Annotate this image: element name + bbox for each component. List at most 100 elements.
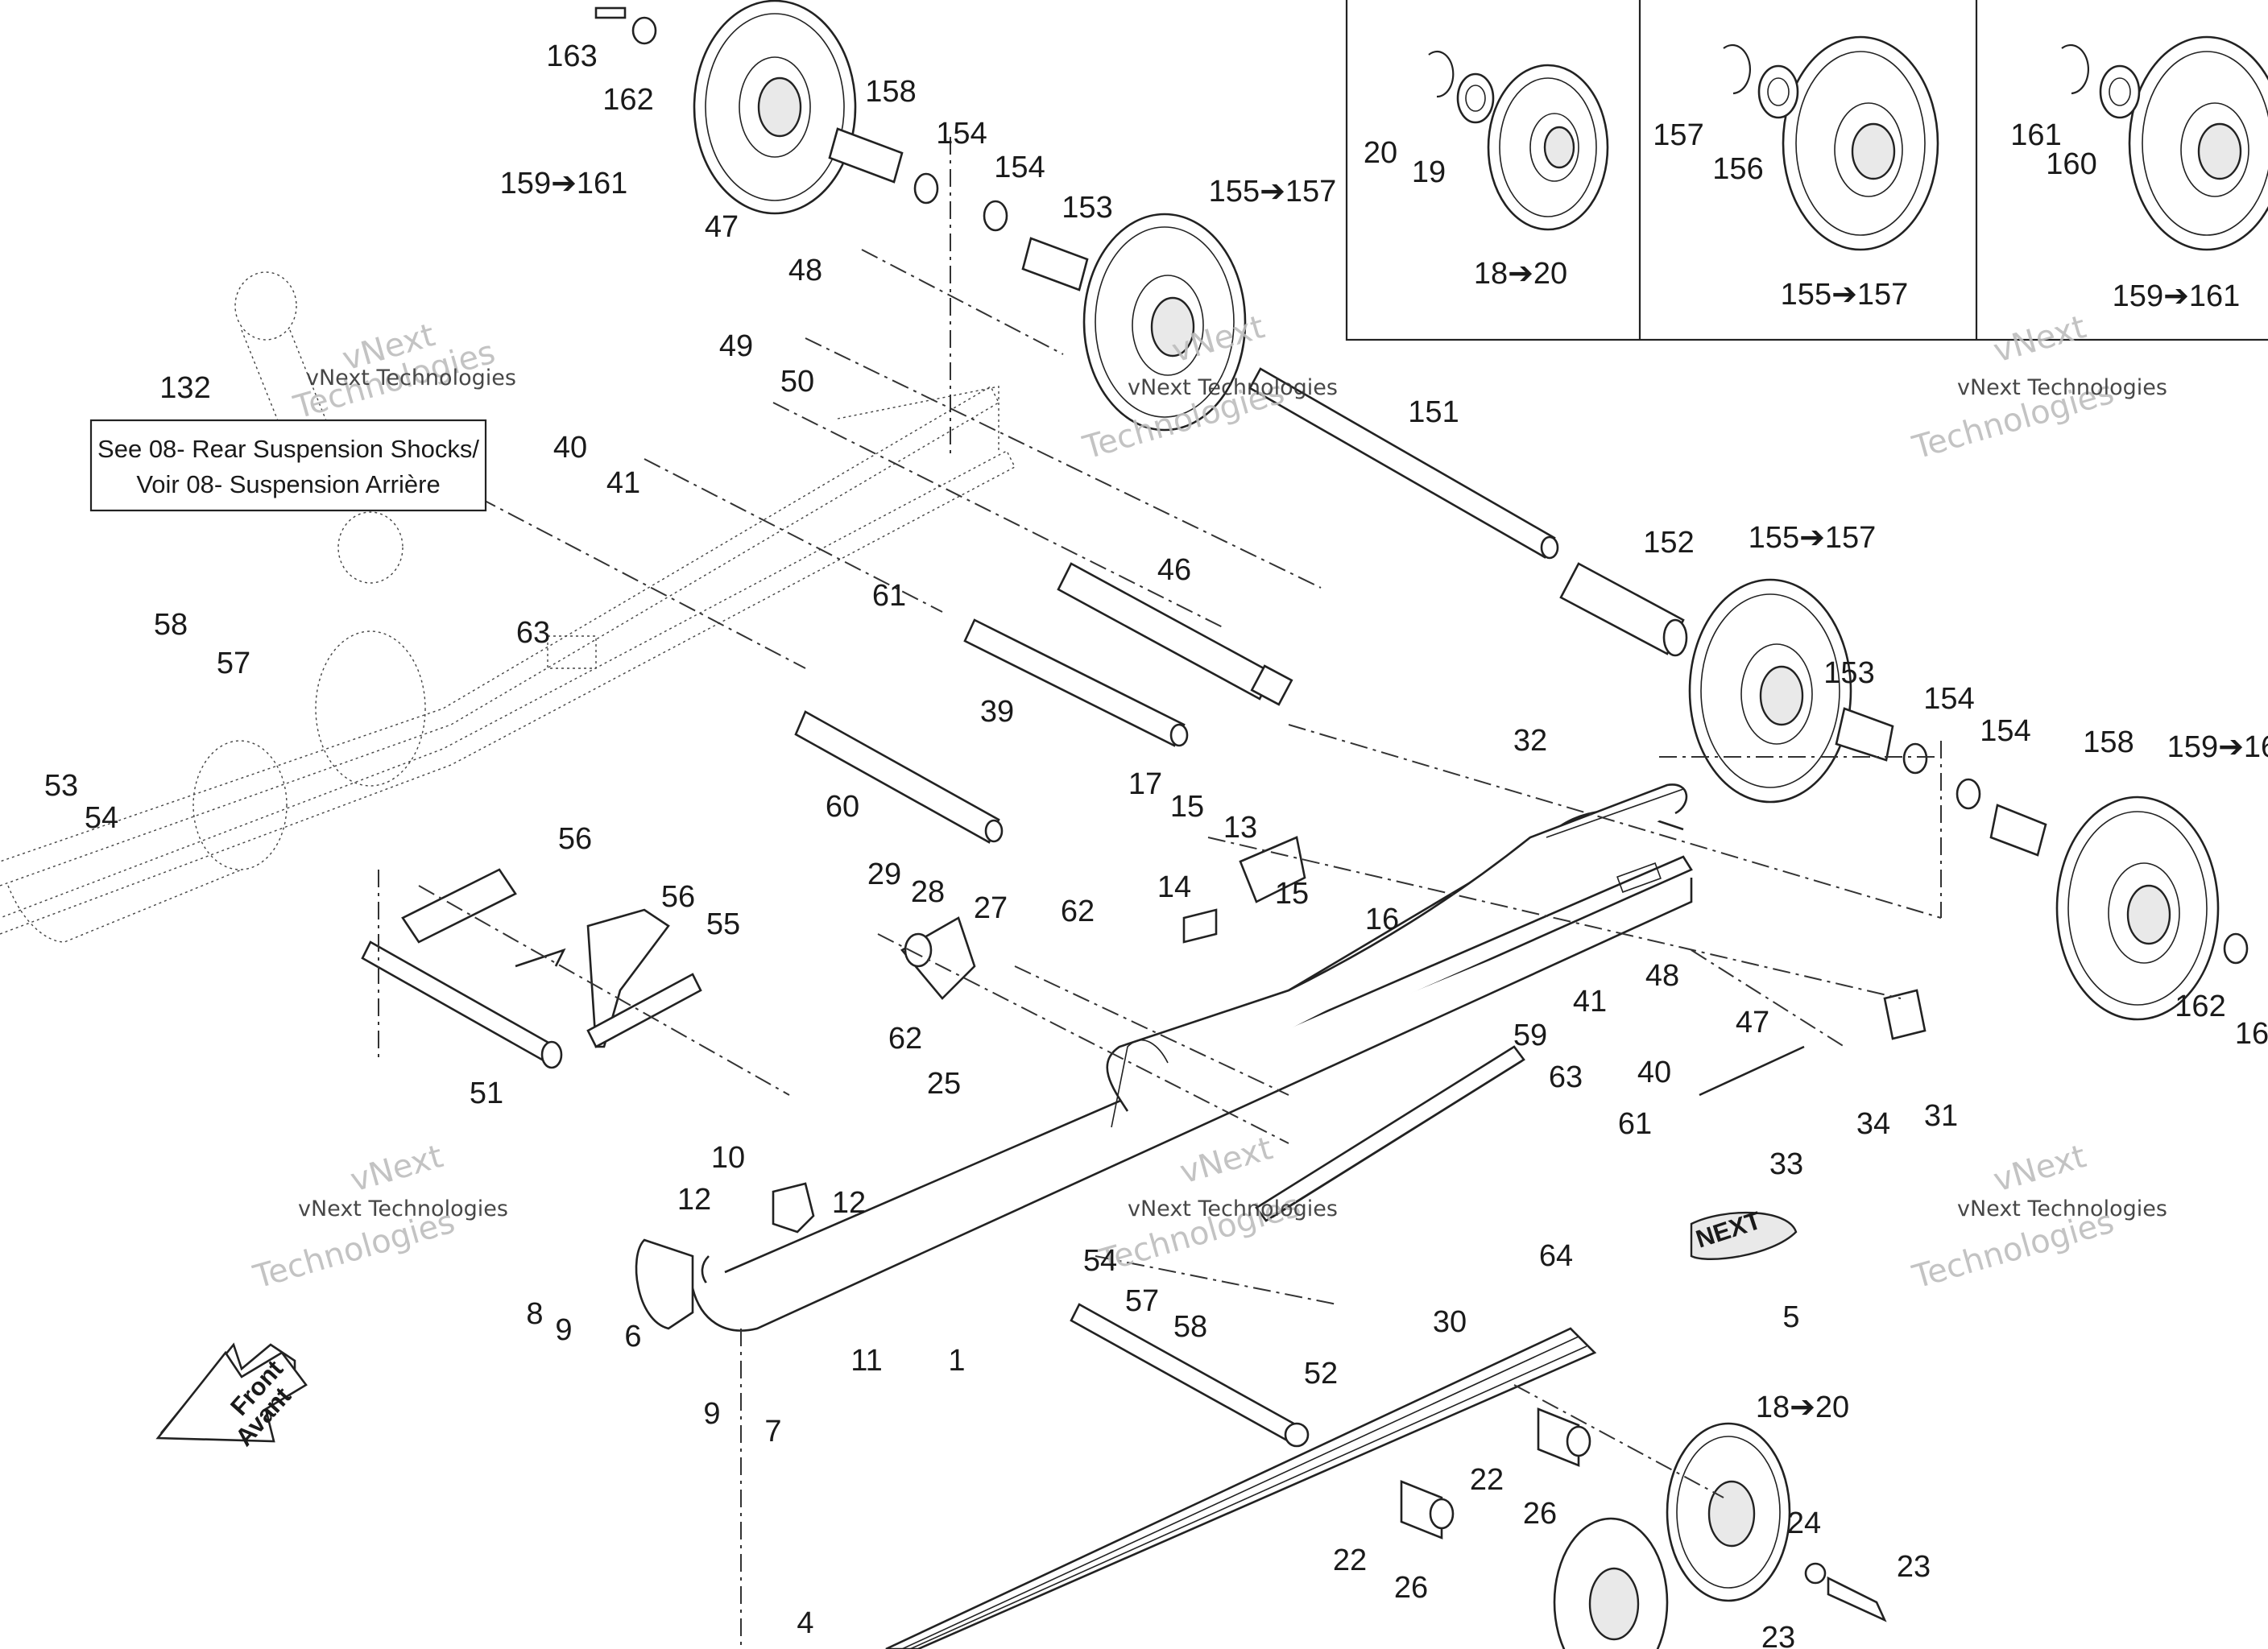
part-callout: 54: [1083, 1244, 1117, 1278]
part-callout: 39: [980, 695, 1014, 729]
inset-label: 20: [1364, 136, 1397, 170]
part-callout: 46: [1157, 553, 1191, 587]
part-callout: 29: [867, 858, 901, 891]
part-callout: 30: [1433, 1305, 1467, 1339]
left-slide-rail: [0, 386, 1016, 943]
part-callout: 16: [2235, 1017, 2268, 1051]
part-callout: 54: [85, 801, 118, 835]
part-callout: 56: [661, 880, 695, 914]
svg-text:vNext: vNext: [1989, 308, 2090, 370]
watermark-6: Technologies vNext vNext Technologies: [1908, 1138, 2167, 1296]
part-callout: 12: [832, 1186, 866, 1220]
inset-label: 160: [2046, 147, 2096, 181]
part-callout: 14: [1157, 870, 1191, 904]
part-callout: 59: [1513, 1019, 1547, 1052]
part-callout: 18➔20: [1756, 1391, 1849, 1424]
middle-idler-wheel: [1082, 213, 1247, 432]
part-callout: 25: [927, 1067, 961, 1101]
part-callout: 23: [1897, 1550, 1931, 1584]
part-callout: 11: [850, 1344, 882, 1378]
part-callout: 26: [1523, 1497, 1557, 1531]
part-callout: 153: [1062, 191, 1112, 225]
part-callout: 33: [1769, 1147, 1803, 1181]
part-callout: 31: [1924, 1099, 1958, 1133]
right-slide-rail: [691, 783, 1693, 1332]
part-callout: 10: [711, 1141, 745, 1175]
part-callout: 40: [553, 431, 587, 465]
part-callout: 48: [1645, 959, 1679, 993]
part-callout: 158: [2083, 725, 2133, 759]
svg-text:vNext Technologies: vNext Technologies: [1128, 1196, 1338, 1221]
inset-labels: 20 19 18➔20 157 156 155➔157 161 160 159➔…: [1364, 118, 2240, 313]
part-callout: 61: [1618, 1107, 1652, 1141]
inset-label: 155➔157: [1781, 278, 1909, 312]
svg-text:vNext Technologies: vNext Technologies: [298, 1196, 508, 1221]
inset-label: 157: [1653, 118, 1703, 152]
watermark-4: Technologies vNext vNext Technologies: [249, 1138, 508, 1296]
part-callout: 23: [1761, 1621, 1795, 1649]
part-callout: 17: [1128, 767, 1162, 801]
part-callout: 154: [1923, 682, 1974, 716]
inset-label: 159➔161: [2113, 279, 2241, 313]
part-callout: 132: [159, 371, 210, 405]
watermark-1: Technologies vNext vNext Technologies: [289, 316, 516, 427]
part-callout: 152: [1643, 526, 1694, 560]
part-callout: 62: [888, 1022, 922, 1056]
part-callout: 62: [1061, 895, 1095, 928]
svg-text:vNext Technologies: vNext Technologies: [1957, 1196, 2167, 1221]
part-callout: 5: [1782, 1300, 1799, 1334]
part-callout: 16: [1365, 903, 1399, 936]
part-callout: 151: [1408, 395, 1459, 429]
part-callout: 40: [1637, 1056, 1671, 1089]
part-callout: 57: [217, 647, 250, 680]
part-callout: 155➔157: [1749, 521, 1877, 555]
part-callout: 49: [719, 329, 753, 363]
axle-151: [1248, 367, 1688, 657]
wear-strip: [885, 1327, 1597, 1649]
part-callout: 12: [677, 1183, 711, 1217]
part-callout: 4: [797, 1606, 813, 1640]
part-callout: 47: [1736, 1006, 1769, 1039]
part-callout: 22: [1333, 1544, 1367, 1577]
note-line-1: See 08- Rear Suspension Shocks/: [97, 435, 479, 463]
svg-text:vNext Technologies: vNext Technologies: [1128, 375, 1338, 400]
part-callout: 64: [1539, 1239, 1573, 1273]
part-callout: 155➔157: [1209, 175, 1337, 209]
lower-wheels: [1070, 1303, 1887, 1649]
inset-wheel-3: [2061, 35, 2268, 251]
part-callout: 41: [1573, 985, 1607, 1019]
part-callout: 60: [826, 790, 859, 824]
part-callout: 24: [1787, 1506, 1821, 1540]
assembly-lines: [378, 137, 1942, 1649]
part-callout: 159➔161: [2167, 730, 2268, 764]
part-callout: 27: [974, 891, 1008, 925]
part-callout: 163: [546, 39, 597, 73]
shock-reference-note: See 08- Rear Suspension Shocks/ Voir 08-…: [89, 419, 487, 512]
part-callout: 56: [558, 822, 592, 856]
part-callout: 9: [555, 1313, 572, 1347]
part-callout: 28: [911, 875, 945, 909]
part-callout: 153: [1823, 656, 1874, 690]
right-idler-wheel: [1688, 578, 2047, 857]
part-callout: 41: [606, 466, 640, 500]
part-callout: 63: [516, 616, 550, 650]
far-right-idler-wheel: [2055, 796, 2249, 1021]
svg-text:vNext: vNext: [1176, 1130, 1277, 1191]
front-direction-arrow: Front Avant: [155, 1342, 308, 1452]
part-callout: 34: [1856, 1107, 1890, 1141]
part-callout: 162: [602, 83, 653, 117]
part-callout: 50: [780, 365, 814, 399]
part-callout: 1: [948, 1344, 965, 1378]
inset-label: 19: [1412, 155, 1446, 189]
part-callout: 26: [1394, 1571, 1428, 1605]
part-callout: 53: [44, 769, 78, 803]
part-callout: 13: [1223, 811, 1257, 845]
inset-label: 18➔20: [1474, 257, 1567, 291]
note-line-2: Voir 08- Suspension Arrière: [136, 470, 440, 498]
part-callout: 158: [865, 75, 916, 109]
part-callout: 48: [788, 254, 822, 287]
svg-text:vNext: vNext: [1989, 1138, 2090, 1199]
inset-label: 161: [2010, 118, 2061, 152]
